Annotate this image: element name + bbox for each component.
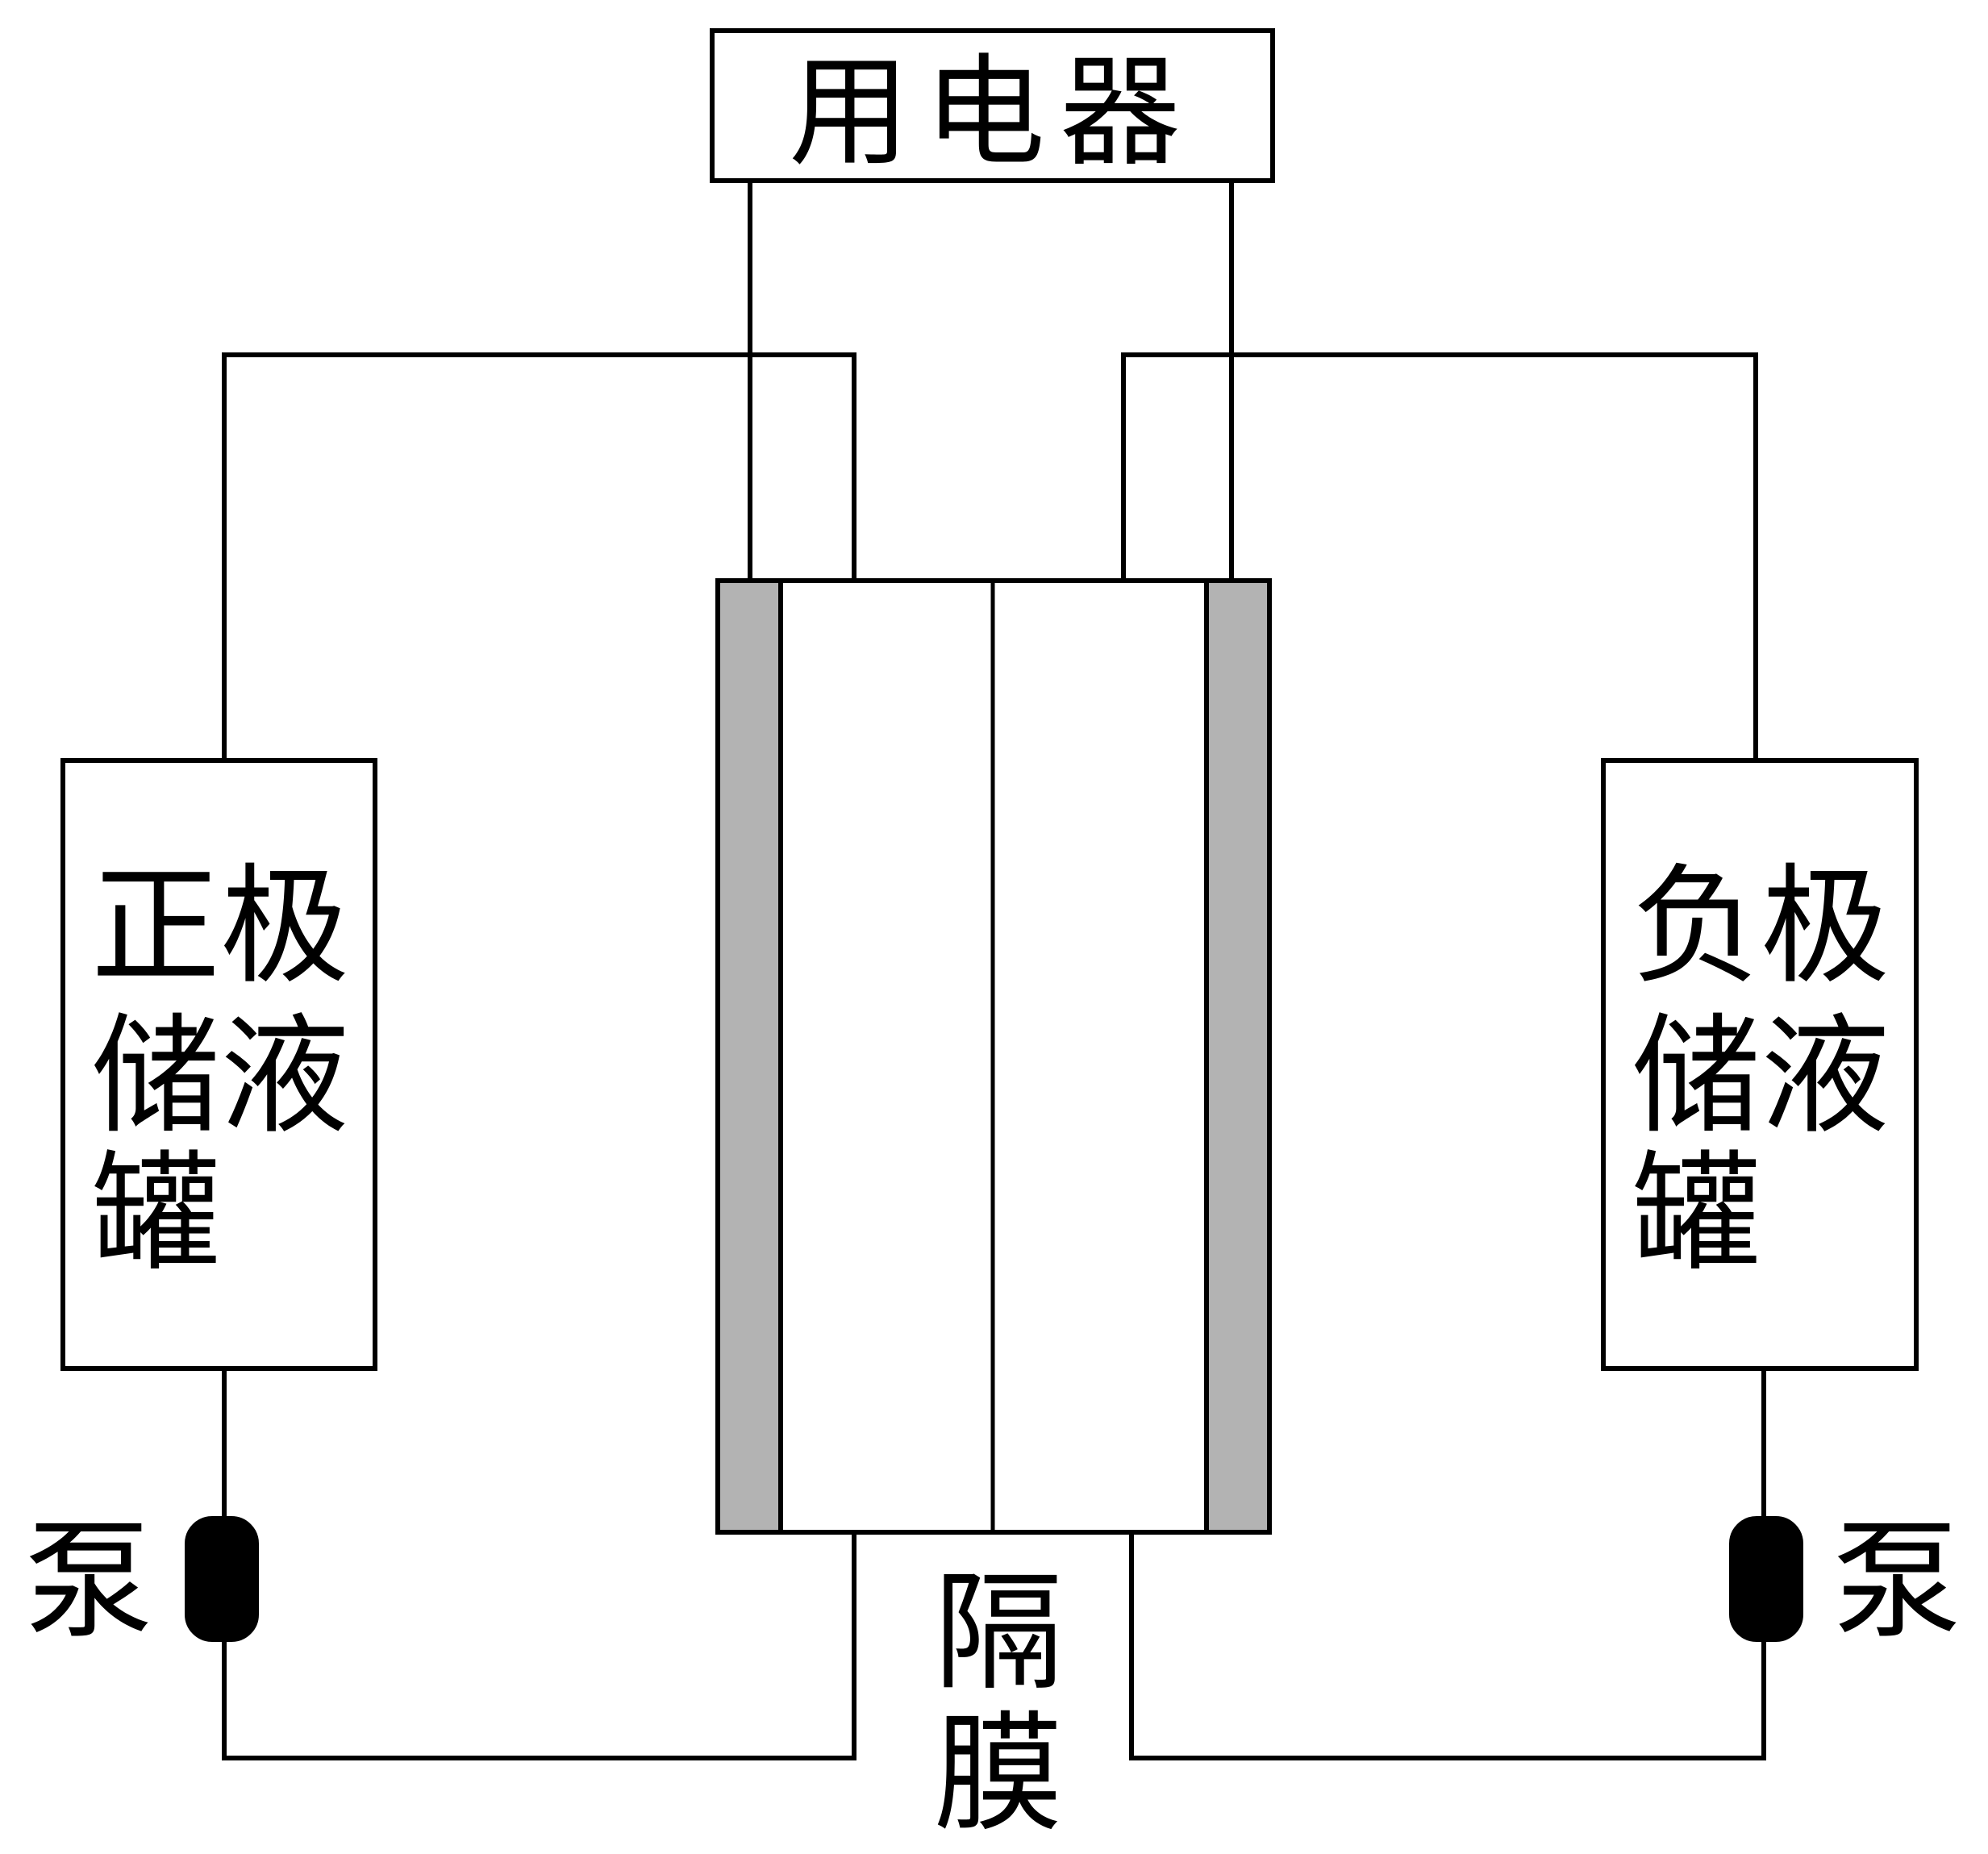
negative-upper-pipe [1121, 352, 1758, 763]
load-label: 用电器 [789, 43, 1195, 183]
positive-tank-label-line2: 储液 [91, 1001, 349, 1152]
pump-left [185, 1516, 259, 1642]
load-group: 用电器 [710, 28, 1275, 583]
positive-electrode [715, 578, 783, 1535]
positive-tank-label-line1: 正极 [91, 851, 349, 1002]
positive-tank: 正极 储液 罐 [60, 758, 377, 1371]
membrane-label-line2: 膜 [934, 1698, 1063, 1849]
cell-stack [715, 578, 1272, 1535]
pump-left-label: 泵 [24, 1506, 153, 1656]
negative-tank-label-line3: 罐 [1632, 1138, 1761, 1289]
pump-right [1729, 1516, 1803, 1642]
negative-tank-label-line2: 储液 [1632, 1001, 1890, 1152]
negative-tank-label-line1: 负极 [1632, 851, 1890, 1002]
negative-electrode [1204, 578, 1272, 1535]
positive-tank-box [60, 758, 377, 1371]
pump-right-group: 泵 [1729, 1506, 1961, 1656]
load-box [710, 28, 1275, 183]
positive-upper-pipe [222, 352, 856, 763]
membrane-label-group: 隔 膜 [934, 1557, 1063, 1849]
negative-tank: 负极 储液 罐 [1601, 758, 1919, 1371]
pump-right-label: 泵 [1832, 1506, 1961, 1656]
negative-tank-box [1601, 758, 1919, 1371]
positive-tank-label-line3: 罐 [91, 1138, 220, 1289]
membrane-label-line1: 隔 [934, 1557, 1063, 1708]
pump-left-group: 泵 [24, 1506, 259, 1656]
